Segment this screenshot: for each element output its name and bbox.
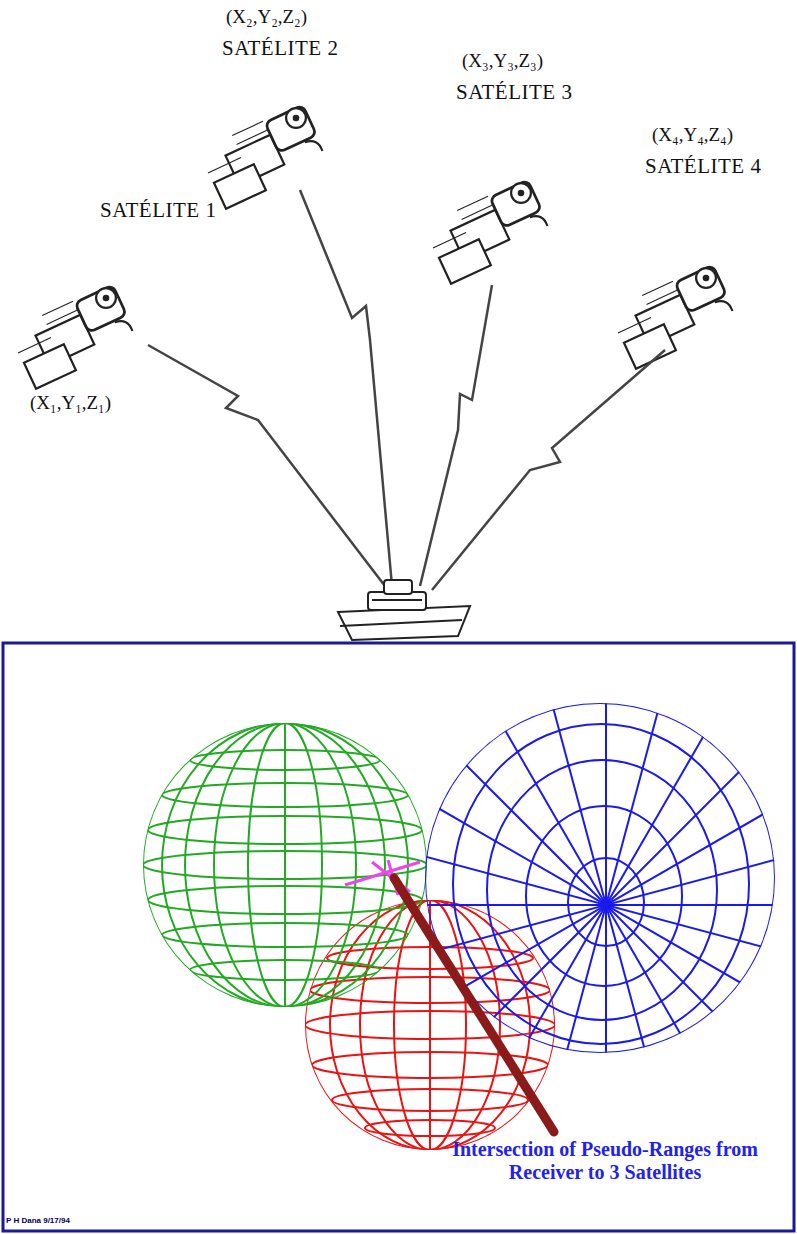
satellite-icon bbox=[208, 105, 322, 209]
coordinate-label: (X₁,Y₁,Z₁) bbox=[30, 392, 111, 414]
satellite-name: SATÉLITE 1 bbox=[100, 198, 216, 223]
drawing-part bbox=[365, 1120, 495, 1136]
coordinate-label: (X₂,Y₂,Z₂) bbox=[226, 6, 307, 28]
drawing-part bbox=[190, 960, 380, 980]
drawing-part bbox=[185, 723, 385, 1007]
drawing-part bbox=[143, 851, 427, 879]
drawing-part bbox=[406, 559, 797, 1234]
drawing-part bbox=[345, 862, 420, 885]
drawing-part bbox=[260, 705, 797, 1105]
satellite-icon bbox=[433, 180, 547, 284]
credit-note: P H Dana 9/17/94 bbox=[6, 1216, 70, 1225]
drawing-part bbox=[284, 723, 286, 1007]
drawing-part bbox=[260, 705, 797, 1105]
drawing-part bbox=[300, 190, 392, 586]
panel-border bbox=[3, 643, 794, 1231]
pointer-line bbox=[394, 878, 554, 1132]
drawing-part bbox=[340, 620, 462, 626]
caption-label: Intersection of Pseudo-Ranges from Recei… bbox=[425, 1138, 785, 1184]
drawing-part bbox=[372, 599, 422, 601]
satellite-name: SATÉLITE 3 bbox=[456, 80, 572, 105]
boat-icon bbox=[338, 580, 470, 640]
intersection-mark bbox=[345, 860, 420, 895]
drawing-part bbox=[148, 345, 388, 590]
coordinate-label: (X₃,Y₃,Z₃) bbox=[462, 50, 543, 72]
coordinate-label: (X₄,Y₄,Z₄) bbox=[652, 124, 733, 146]
green-sphere bbox=[143, 723, 427, 1007]
drawing-part bbox=[605, 505, 607, 1234]
drawing-part bbox=[248, 723, 322, 1007]
drawing-part bbox=[143, 723, 427, 1007]
drawing-part bbox=[425, 703, 775, 1053]
drawing-part bbox=[420, 285, 492, 586]
drawing-part bbox=[162, 923, 408, 947]
drawing-part bbox=[148, 816, 422, 844]
blue-sphere bbox=[206, 505, 797, 1234]
drawing-part bbox=[206, 505, 797, 1234]
drawing-part bbox=[323, 622, 797, 1188]
drawing-part bbox=[162, 723, 408, 1007]
satellite-icon bbox=[618, 265, 732, 369]
drawing-part bbox=[384, 580, 412, 594]
drawing-part bbox=[190, 750, 380, 770]
drawing-part bbox=[148, 886, 422, 914]
drawing-part bbox=[220, 801, 797, 1008]
drawing-part bbox=[502, 519, 709, 1234]
drawing-part bbox=[338, 606, 470, 640]
satellite-icon bbox=[18, 285, 132, 389]
drawing-part bbox=[432, 350, 665, 590]
drawing-part bbox=[214, 723, 356, 1007]
drawing-part bbox=[206, 904, 797, 906]
drawing-part bbox=[310, 977, 550, 1003]
signal-lines bbox=[148, 190, 665, 590]
drawing-part bbox=[332, 1089, 528, 1111]
drawing-part bbox=[162, 783, 408, 807]
drawing-part bbox=[323, 622, 797, 1188]
satellite-name: SATÉLITE 4 bbox=[645, 154, 761, 179]
drawing-part bbox=[406, 559, 797, 1234]
drawing-part bbox=[220, 801, 797, 1008]
satellite-name: SATÉLITE 2 bbox=[222, 36, 338, 61]
